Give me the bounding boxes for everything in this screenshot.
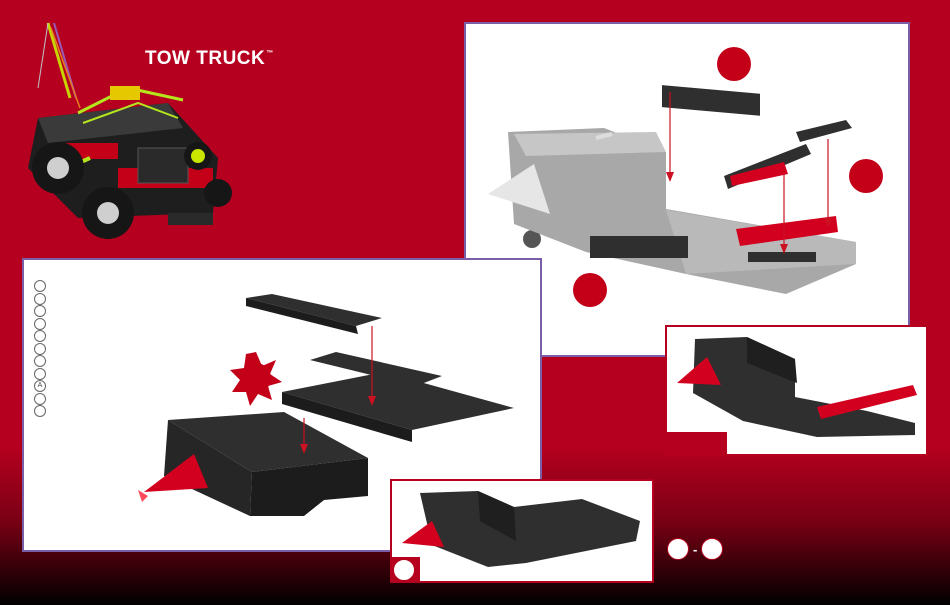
detail-panel-result [390, 479, 654, 583]
detail-illustration-result [392, 481, 652, 581]
step-range-tab: - [665, 432, 727, 456]
range-dash: - [693, 542, 697, 557]
step-range: - [667, 538, 723, 560]
tow-truck-image [18, 18, 233, 243]
step-circle-end [701, 538, 723, 560]
step-circle-start [667, 538, 689, 560]
step-number-tab [390, 557, 420, 581]
step-circle [393, 559, 415, 581]
step-marker-circle [849, 159, 883, 193]
detail-panel-combined: - [665, 325, 928, 456]
step-marker-circle [573, 273, 607, 307]
trademark-symbol: ™ [266, 50, 274, 57]
step-marker-circle [717, 47, 751, 81]
